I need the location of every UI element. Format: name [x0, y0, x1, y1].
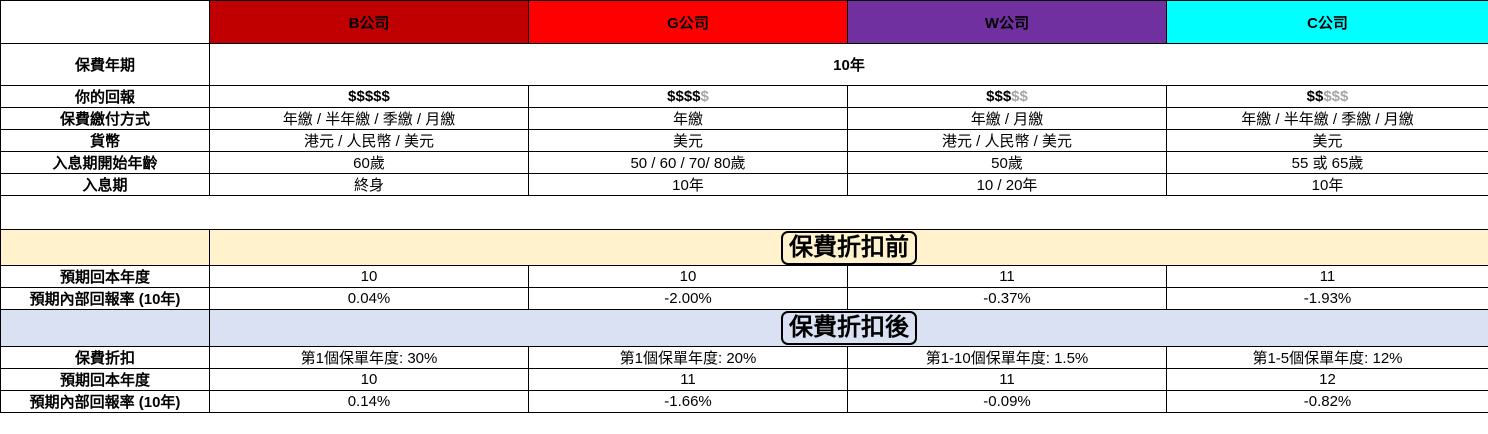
before-discount-header: 保費折扣前 — [209, 229, 1488, 266]
row-label: 預期內部回報率 (10年) — [0, 287, 210, 310]
header-empty-cell — [0, 0, 210, 44]
company-b-header: B公司 — [209, 0, 529, 44]
row-label: 保費折扣 — [0, 346, 210, 369]
cell-g: 美元 — [528, 129, 848, 152]
returns-label: 你的回報 — [0, 85, 210, 108]
before-payback-row: 預期回本年度 10 10 11 11 — [0, 265, 1488, 288]
company-c-header: C公司 — [1166, 0, 1488, 44]
row-label: 預期回本年度 — [0, 368, 210, 391]
returns-rating-c: $$$$$ — [1166, 85, 1488, 108]
cell-b: 60歲 — [209, 151, 529, 174]
cell-w: 11 — [847, 265, 1167, 288]
company-header-row: B公司 G公司 W公司 C公司 — [0, 0, 1488, 44]
cell-g: 50 / 60 / 70/ 80歲 — [528, 151, 848, 174]
returns-rating-w: $$$$$ — [847, 85, 1167, 108]
cell-c: -1.93% — [1166, 287, 1488, 310]
rating-filled: $$ — [1306, 88, 1324, 105]
rating-empty: $$$ — [1323, 88, 1349, 105]
returns-row: 你的回報 $$$$$ $$$$$ $$$$$ $$$$$ — [0, 85, 1488, 108]
cell-c: 年繳 / 半年繳 / 季繳 / 月繳 — [1166, 107, 1488, 130]
cell-c: 美元 — [1166, 129, 1488, 152]
after-payback-row: 預期回本年度 10 11 11 12 — [0, 368, 1488, 391]
rating-empty: $ — [700, 88, 709, 105]
row-label: 預期回本年度 — [0, 265, 210, 288]
cell-w: 10 / 20年 — [847, 173, 1167, 196]
after-discount-header: 保費折扣後 — [209, 309, 1488, 347]
payment-method-row: 保費繳付方式 年繳 / 半年繳 / 季繳 / 月繳 年繳 年繳 / 月繳 年繳 … — [0, 107, 1488, 130]
rating-filled: $$$ — [986, 88, 1012, 105]
after-discount-section-row: 保費折扣後 — [0, 309, 1488, 347]
cell-c: 10年 — [1166, 173, 1488, 196]
income-period-row: 入息期 終身 10年 10 / 20年 10年 — [0, 173, 1488, 196]
row-label: 預期內部回報率 (10年) — [0, 390, 210, 413]
row-label: 保費繳付方式 — [0, 107, 210, 130]
income-start-age-row: 入息期開始年齡 60歲 50 / 60 / 70/ 80歲 50歲 55 或 6… — [0, 151, 1488, 174]
cell-b: 港元 / 人民幣 / 美元 — [209, 129, 529, 152]
company-g-header: G公司 — [528, 0, 848, 44]
cell-w: 年繳 / 月繳 — [847, 107, 1167, 130]
cell-g: 年繳 — [528, 107, 848, 130]
before-discount-title: 保費折扣前 — [781, 230, 917, 265]
rating-empty: $$ — [1011, 88, 1028, 105]
cell-g: -1.66% — [528, 390, 848, 413]
returns-rating-b: $$$$$ — [209, 85, 529, 108]
section-empty-cell — [0, 229, 210, 266]
cell-g: 第1個保單年度: 20% — [528, 346, 848, 369]
rating-filled: $$$$ — [667, 88, 701, 105]
spacer-cell — [0, 195, 1488, 230]
returns-rating-g: $$$$$ — [528, 85, 848, 108]
cell-w: -0.09% — [847, 390, 1167, 413]
company-w-header: W公司 — [847, 0, 1167, 44]
cell-w: -0.37% — [847, 287, 1167, 310]
cell-g: 11 — [528, 368, 848, 391]
before-discount-section-row: 保費折扣前 — [0, 229, 1488, 266]
cell-b: 10 — [209, 368, 529, 391]
after-irr-row: 預期內部回報率 (10年) 0.14% -1.66% -0.09% -0.82% — [0, 390, 1488, 413]
cell-c: 12 — [1166, 368, 1488, 391]
cell-g: 10年 — [528, 173, 848, 196]
currency-row: 貨幣 港元 / 人民幣 / 美元 美元 港元 / 人民幣 / 美元 美元 — [0, 129, 1488, 152]
cell-b: 0.14% — [209, 390, 529, 413]
term-row: 保費年期 10年 — [0, 43, 1488, 86]
cell-g: -2.00% — [528, 287, 848, 310]
cell-w: 港元 / 人民幣 / 美元 — [847, 129, 1167, 152]
after-discount-title: 保費折扣後 — [781, 311, 917, 345]
rating-filled: $$$$$ — [348, 88, 390, 105]
row-label: 貨幣 — [0, 129, 210, 152]
cell-g: 10 — [528, 265, 848, 288]
cell-b: 年繳 / 半年繳 / 季繳 / 月繳 — [209, 107, 529, 130]
row-label: 入息期開始年齡 — [0, 151, 210, 174]
cell-w: 50歲 — [847, 151, 1167, 174]
cell-c: 55 或 65歲 — [1166, 151, 1488, 174]
cell-c: 第1-5個保單年度: 12% — [1166, 346, 1488, 369]
term-value: 10年 — [209, 43, 1488, 86]
comparison-table: B公司 G公司 W公司 C公司 保費年期 10年 你的回報 $$$$$ $$$$… — [0, 0, 1488, 413]
cell-b: 第1個保單年度: 30% — [209, 346, 529, 369]
row-label: 入息期 — [0, 173, 210, 196]
cell-c: 11 — [1166, 265, 1488, 288]
cell-b: 10 — [209, 265, 529, 288]
cell-c: -0.82% — [1166, 390, 1488, 413]
cell-b: 0.04% — [209, 287, 529, 310]
cell-w: 11 — [847, 368, 1167, 391]
cell-w: 第1-10個保單年度: 1.5% — [847, 346, 1167, 369]
cell-b: 終身 — [209, 173, 529, 196]
after-discount-rate-row: 保費折扣 第1個保單年度: 30% 第1個保單年度: 20% 第1-10個保單年… — [0, 346, 1488, 369]
term-label: 保費年期 — [0, 43, 210, 86]
before-irr-row: 預期內部回報率 (10年) 0.04% -2.00% -0.37% -1.93% — [0, 287, 1488, 310]
section-empty-cell — [0, 309, 210, 347]
spacer-row — [0, 195, 1488, 230]
